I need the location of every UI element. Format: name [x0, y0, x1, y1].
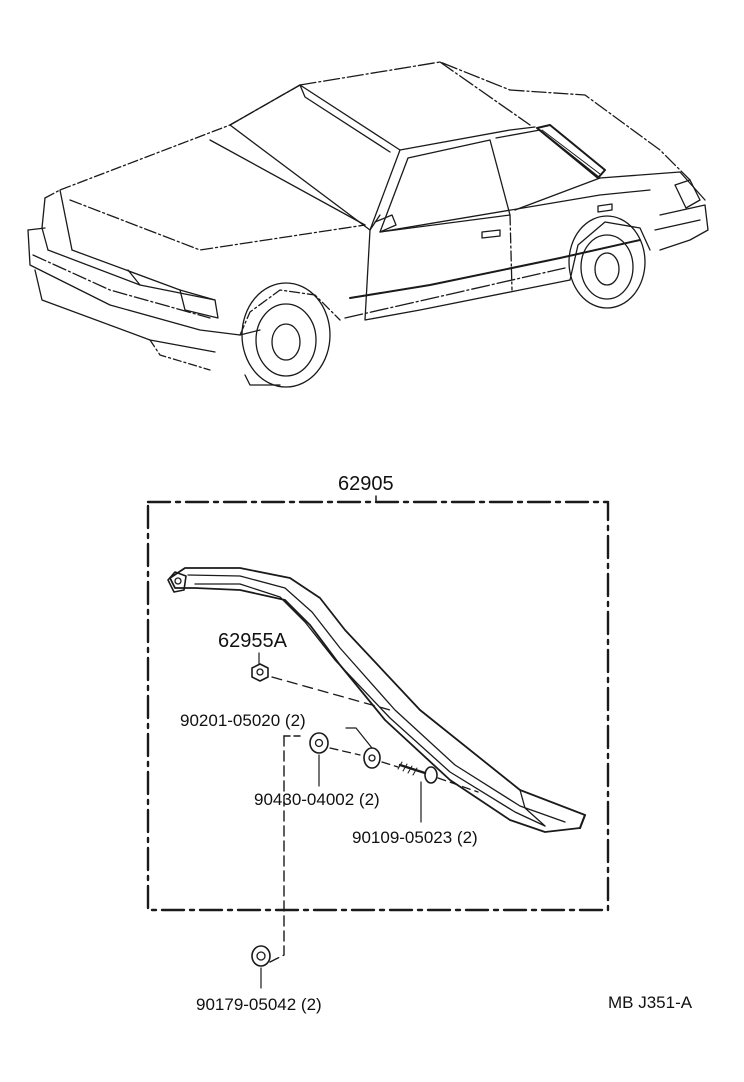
assembly-part-number: 62905 — [338, 473, 394, 495]
pillar-molding-part — [167, 567, 586, 833]
assembly-box — [146, 495, 610, 912]
screw-90109-05023 — [397, 761, 479, 823]
washer-part-callout: 90430-04002 (2) — [254, 790, 380, 809]
washer-90430-04002 — [309, 732, 399, 787]
nut-part-callout: 90201-05020 (2) — [180, 711, 306, 730]
nut-90179-05042 — [251, 735, 301, 989]
clip-part-number: 62955A — [218, 630, 287, 652]
screw-part-callout: 90109-05023 (2) — [352, 828, 478, 847]
lower-nut-part-callout: 90179-05042 (2) — [196, 995, 322, 1014]
clip-62955a — [251, 652, 391, 711]
nut-90201-05020 — [345, 727, 381, 769]
car-illustration — [27, 61, 709, 388]
reference-code: MB J351-A — [608, 993, 693, 1012]
